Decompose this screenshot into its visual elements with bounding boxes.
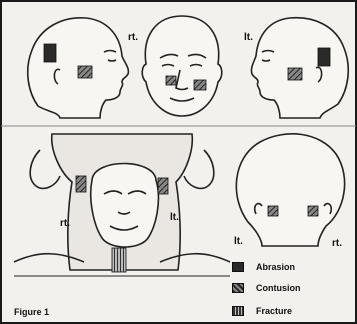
legend-item-fracture: Fracture: [232, 304, 292, 318]
contusion-mark-occipital-left: [268, 206, 278, 216]
abrasion-mark-temple-left: [318, 48, 330, 66]
figure-caption: Figure 1: [14, 306, 49, 318]
legend-item-contusion: Contusion: [232, 281, 301, 295]
contusion-mark-neck-left: [158, 178, 168, 194]
fracture-swatch: [232, 306, 244, 316]
contusion-mark-neck-right: [76, 176, 86, 192]
label-back-right-side: rt.: [332, 238, 342, 250]
legend-item-abrasion: Abrasion: [232, 260, 295, 274]
abrasion-swatch: [232, 262, 244, 272]
contusion-mark-cheek-right: [78, 66, 92, 78]
label-neck-left-side: lt.: [170, 212, 179, 224]
head-front: [142, 16, 222, 116]
contusion-mark-cheek-left: [288, 68, 302, 80]
head-back-view: [236, 134, 344, 246]
legend-label-contusion: Contusion: [256, 283, 301, 293]
label-top-right-side: rt.: [128, 32, 138, 44]
label-back-left-side: lt.: [234, 236, 243, 248]
legend-label-fracture: Fracture: [256, 306, 292, 316]
contusion-mark-face-front: [166, 76, 176, 85]
legend-label-abrasion: Abrasion: [256, 262, 295, 272]
abrasion-mark-temple-right: [44, 44, 56, 62]
contusion-mark-face-front-2: [194, 80, 206, 90]
fracture-mark-larynx: [112, 248, 126, 272]
contusion-mark-occipital-right: [308, 206, 318, 216]
label-top-left-side: lt.: [244, 32, 253, 44]
contusion-swatch: [232, 283, 244, 293]
label-neck-right-side: rt.: [60, 218, 70, 230]
